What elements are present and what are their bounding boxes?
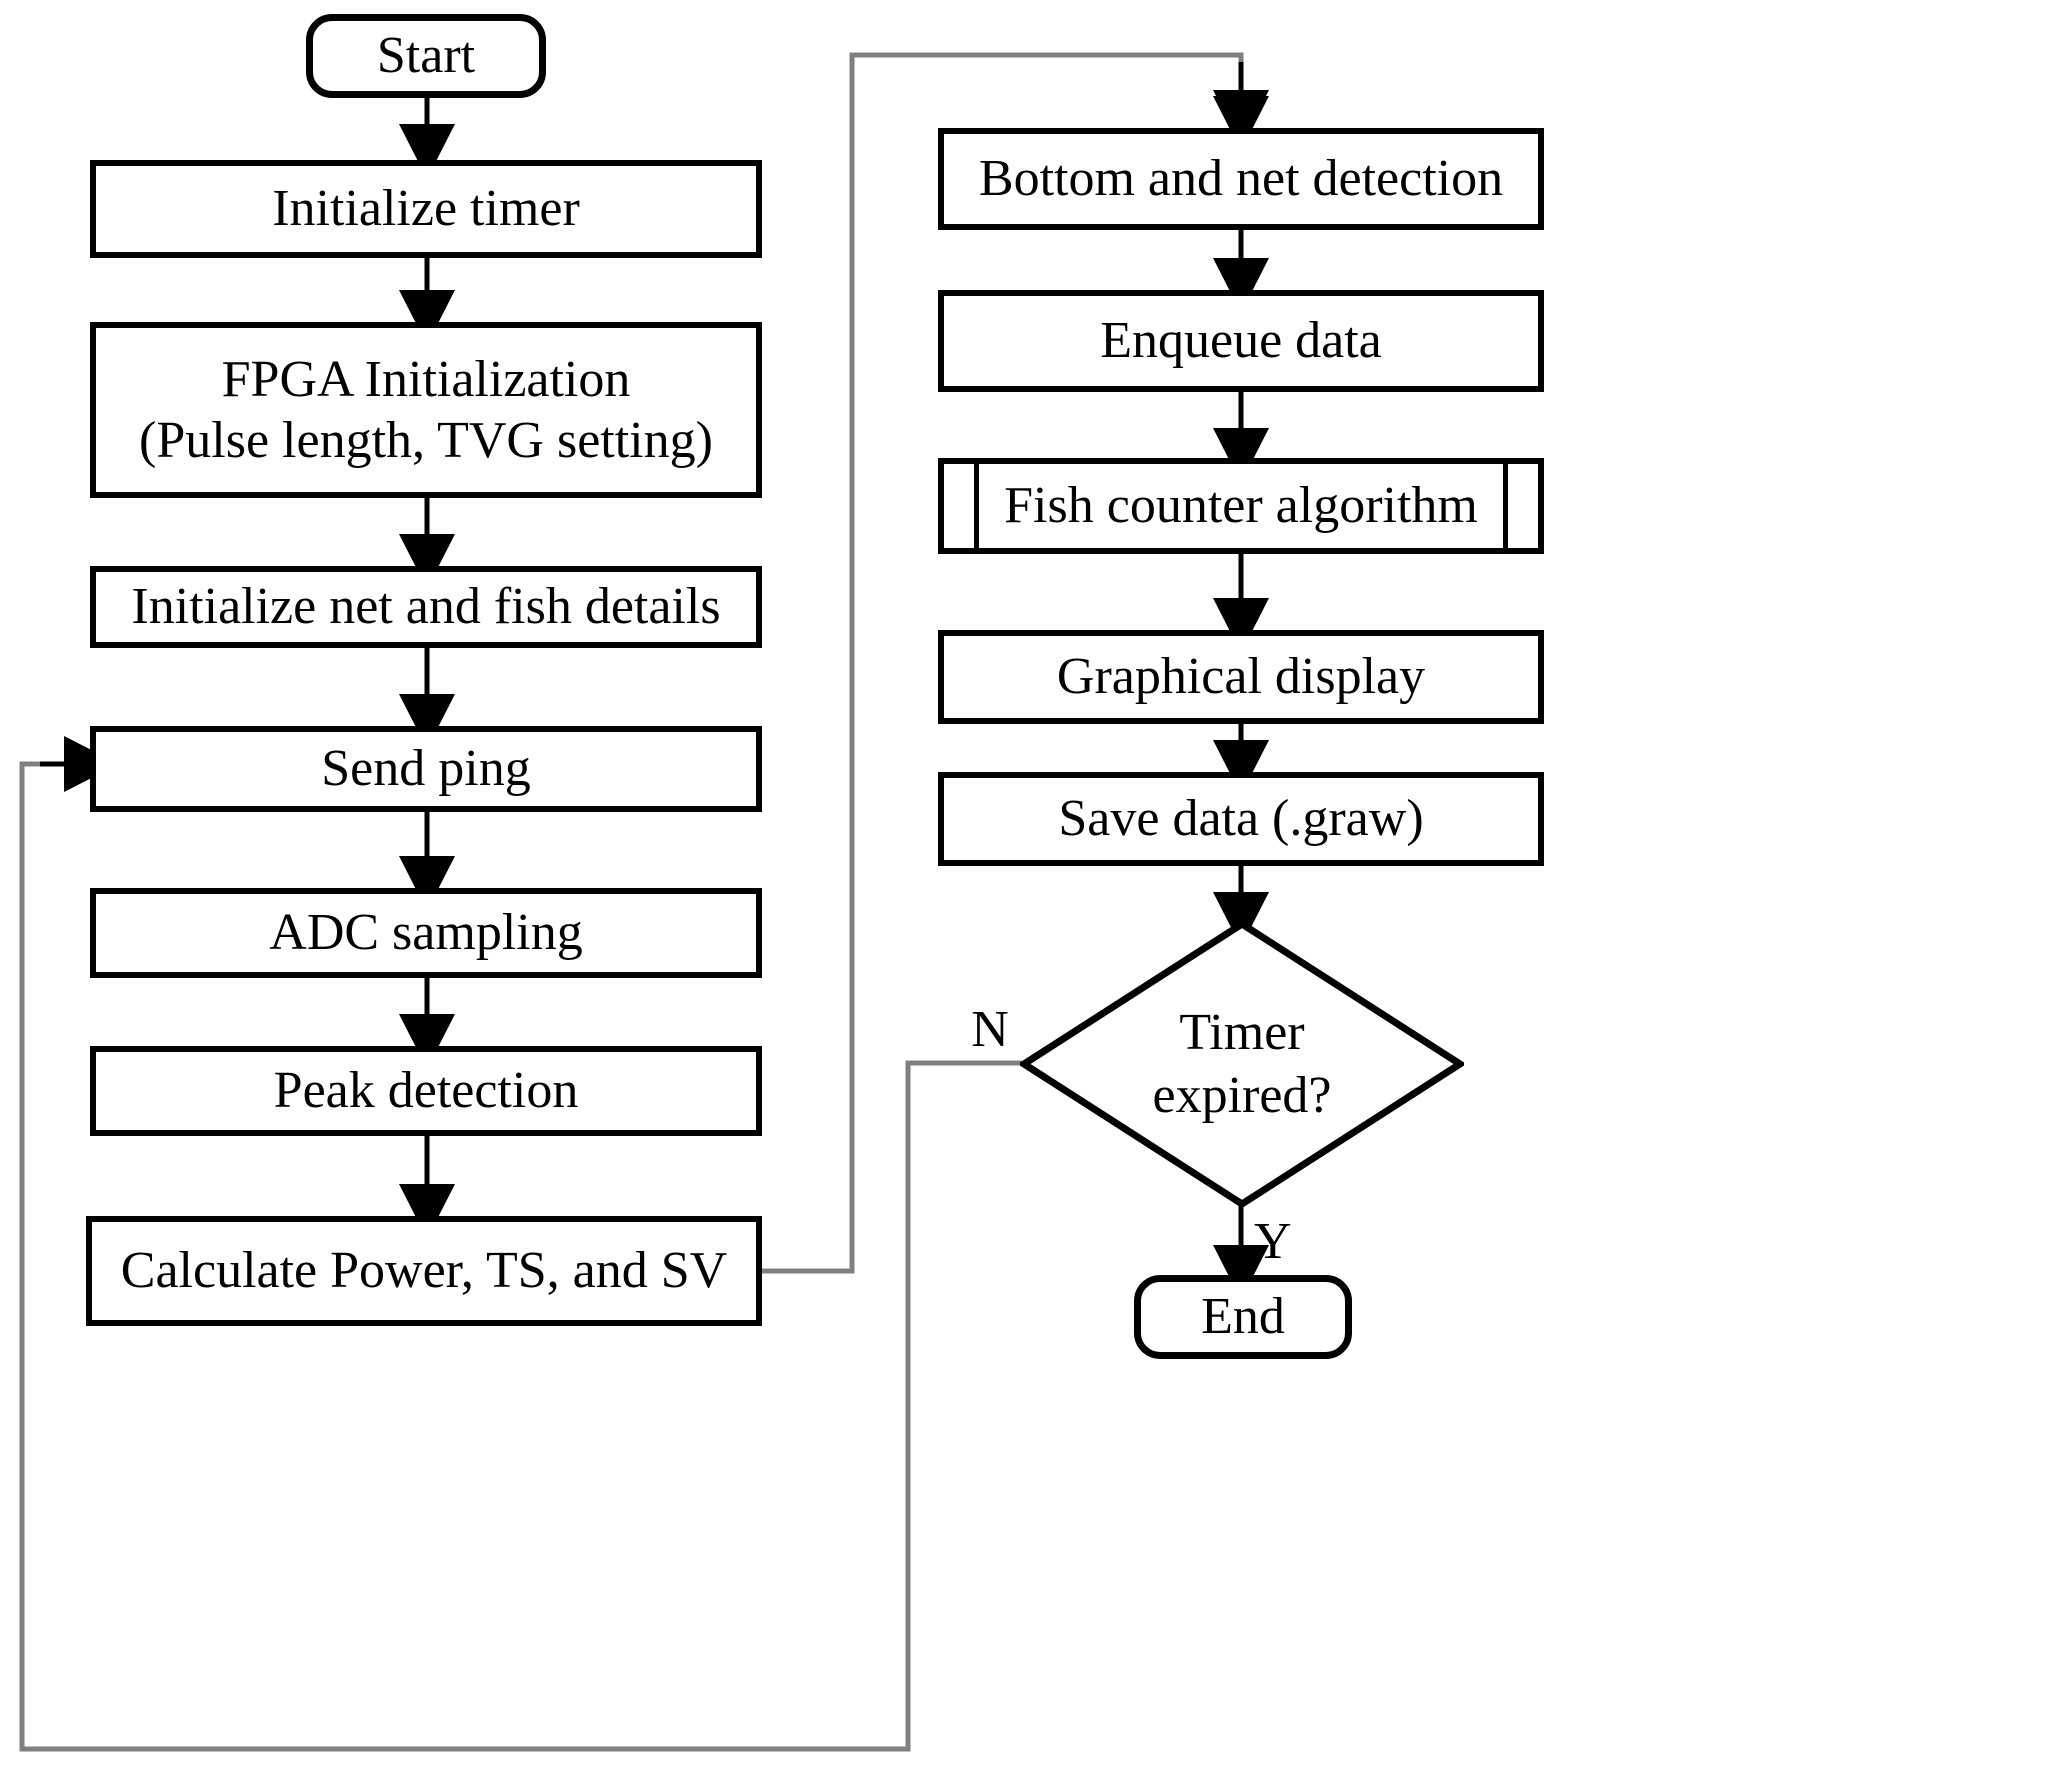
node-timer-expired-label: Timer expired? — [1152, 1003, 1332, 1124]
node-initialize-net-and-fish-details[interactable]: Initialize net and fish details — [90, 566, 762, 648]
edge-label-no-text: N — [971, 1001, 1009, 1058]
node-initialize-timer[interactable]: Initialize timer — [90, 160, 762, 258]
node-initialize-timer-label: Initialize timer — [272, 180, 580, 238]
node-fpga-initialization-label: FPGA Initialization (Pulse length, TVG s… — [139, 350, 713, 469]
node-peak-detection-label: Peak detection — [273, 1062, 579, 1120]
node-end[interactable]: End — [1134, 1275, 1352, 1359]
node-fish-counter-algorithm[interactable]: Fish counter algorithm — [938, 458, 1544, 554]
node-send-ping-label: Send ping — [321, 740, 531, 798]
node-save-data-graw[interactable]: Save data (.graw) — [938, 772, 1544, 866]
node-graphical-display-label: Graphical display — [1056, 648, 1426, 706]
node-adc-sampling-label: ADC sampling — [269, 904, 583, 962]
edge-label-no: N — [960, 1000, 1020, 1059]
node-bottom-and-net-detection[interactable]: Bottom and net detection — [938, 128, 1544, 230]
node-adc-sampling[interactable]: ADC sampling — [90, 888, 762, 978]
node-peak-detection[interactable]: Peak detection — [90, 1046, 762, 1136]
node-calculate-power-ts-sv[interactable]: Calculate Power, TS, and SV — [86, 1216, 762, 1326]
node-bottom-and-net-detection-label: Bottom and net detection — [978, 150, 1504, 208]
node-enqueue-data-label: Enqueue data — [1100, 312, 1382, 370]
node-graphical-display[interactable]: Graphical display — [938, 630, 1544, 724]
node-timer-expired-decision[interactable]: Timer expired? — [1020, 920, 1464, 1208]
edge-label-yes-text: Y — [1254, 1213, 1292, 1270]
node-enqueue-data[interactable]: Enqueue data — [938, 290, 1544, 392]
node-save-data-graw-label: Save data (.graw) — [1058, 790, 1424, 848]
node-start-label: Start — [376, 27, 476, 85]
node-end-label: End — [1201, 1288, 1285, 1346]
node-fish-counter-algorithm-label: Fish counter algorithm — [1004, 477, 1478, 535]
edge-label-yes: Y — [1254, 1212, 1314, 1271]
node-initialize-net-and-fish-details-label: Initialize net and fish details — [131, 578, 721, 636]
node-start[interactable]: Start — [306, 14, 546, 98]
node-send-ping[interactable]: Send ping — [90, 726, 762, 812]
node-fpga-initialization[interactable]: FPGA Initialization (Pulse length, TVG s… — [90, 322, 762, 498]
node-calculate-power-ts-sv-label: Calculate Power, TS, and SV — [120, 1242, 728, 1300]
